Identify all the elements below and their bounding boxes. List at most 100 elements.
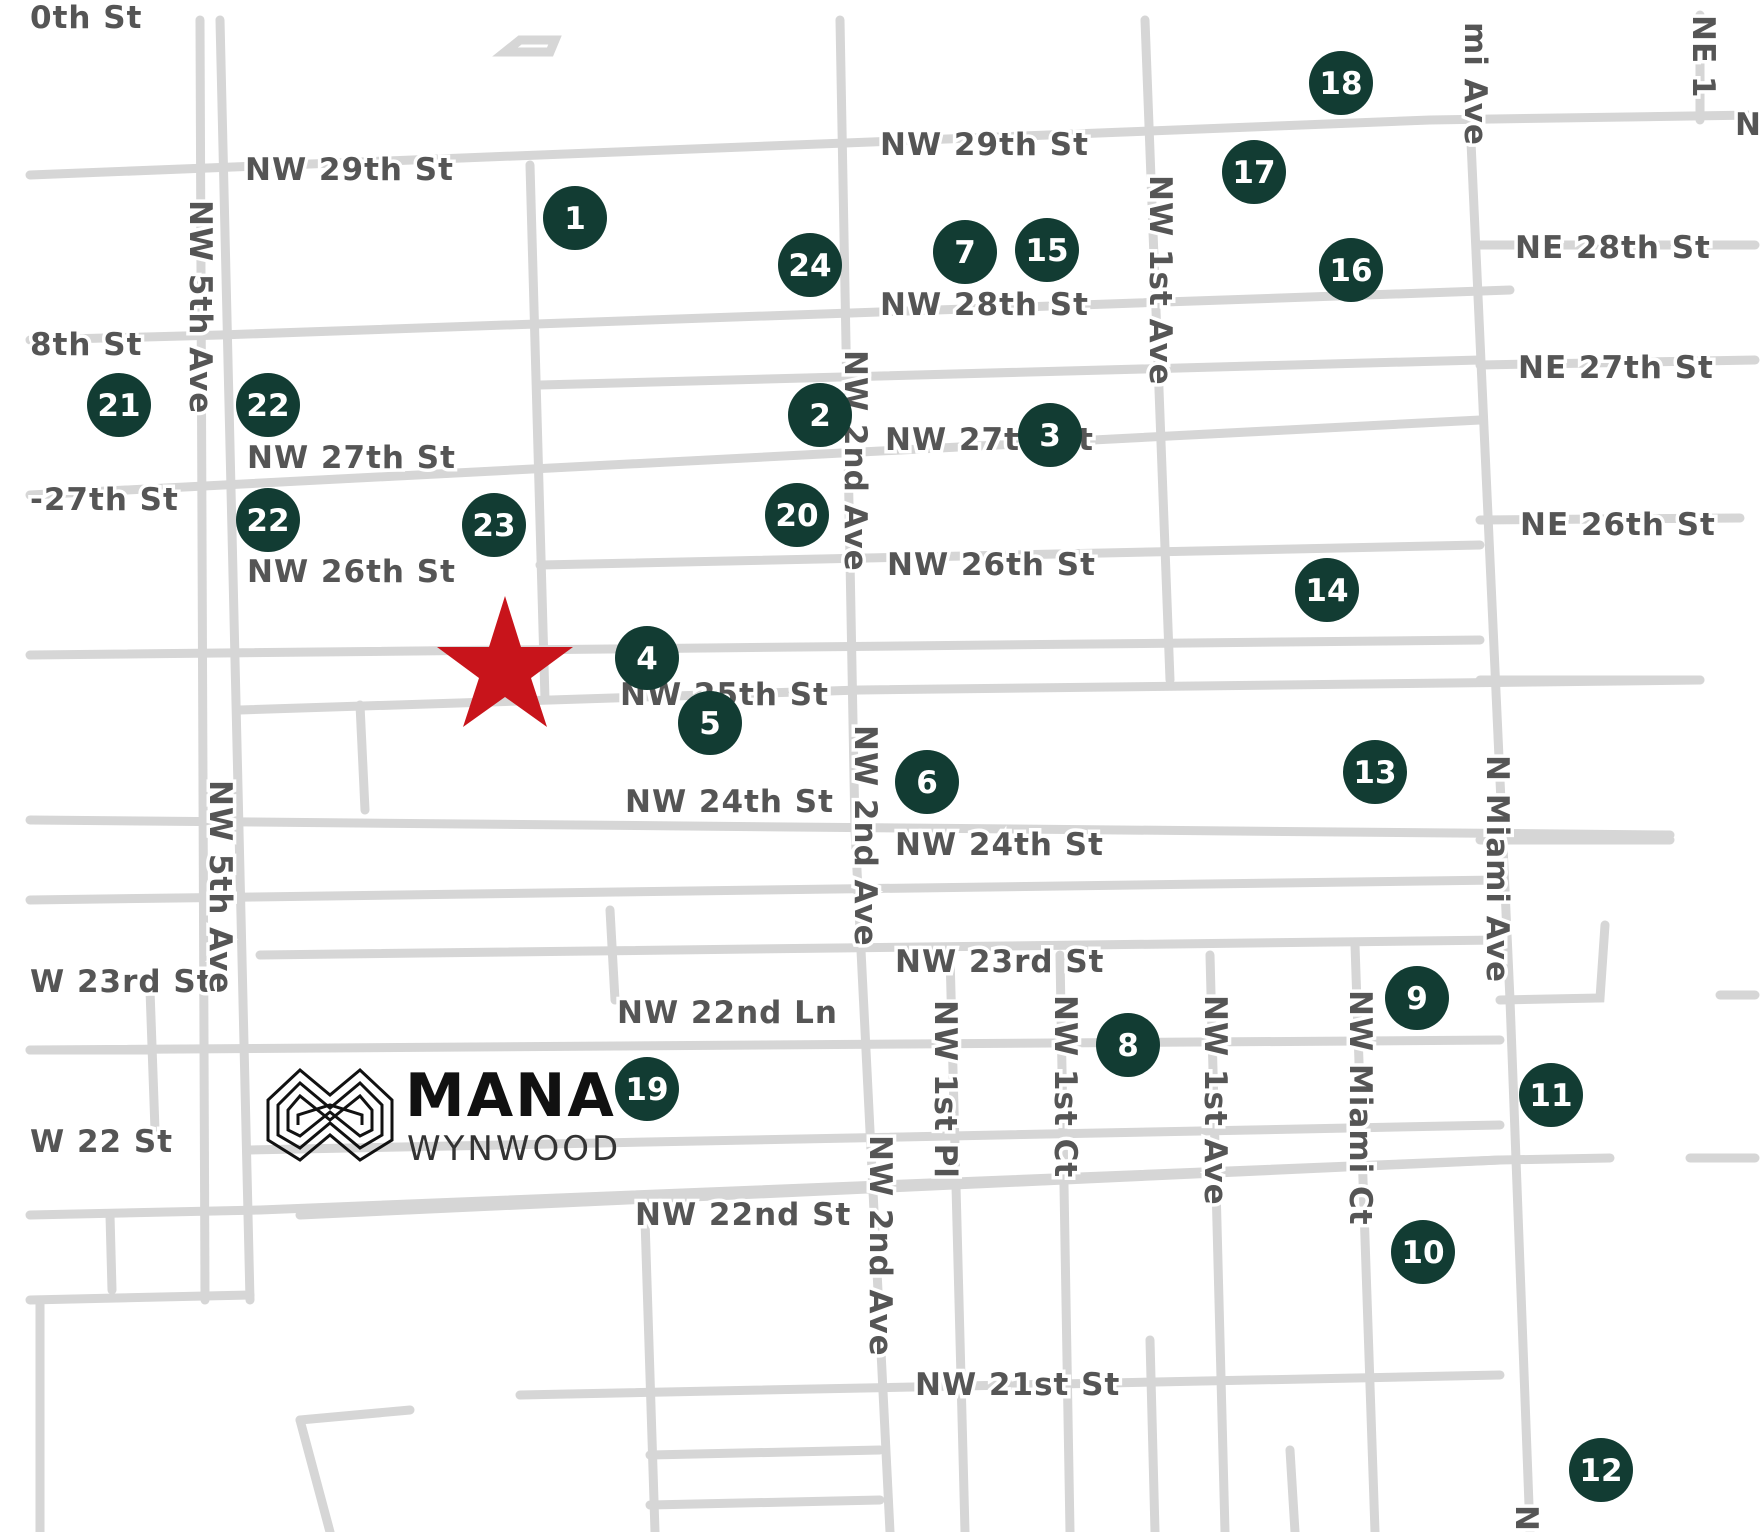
- logo-wordmark: MANA: [405, 1061, 616, 1131]
- marker-label: 18: [1319, 66, 1362, 102]
- street-label: NW 26th St: [887, 547, 1096, 583]
- street-label: NW 22nd Ln: [617, 995, 838, 1031]
- marker-circle: [1519, 1063, 1583, 1127]
- marker-label: 2: [809, 398, 831, 434]
- street-labels-vertical: NW 5th Ave NW 5th Ave NW 2nd Ave NW 2nd …: [179, 12, 1725, 1532]
- street-label: NW 26th St: [247, 554, 456, 590]
- marker-circle: [615, 626, 679, 690]
- map-marker[interactable]: 20: [765, 483, 829, 547]
- marker-label: 22: [246, 388, 289, 424]
- street-label: N: [1508, 1505, 1544, 1532]
- marker-label: 16: [1329, 253, 1372, 289]
- marker-label: 13: [1353, 755, 1396, 791]
- map-marker[interactable]: 3: [1018, 403, 1082, 467]
- map-marker[interactable]: 13: [1343, 740, 1407, 804]
- marker-label: 23: [472, 508, 515, 544]
- street-label: W 22 St: [30, 1124, 173, 1160]
- street-label: NW 2nd Ave: [837, 350, 873, 572]
- marker-label: 3: [1039, 418, 1061, 454]
- marker-label: 21: [97, 388, 140, 424]
- marker-circle: [1391, 1220, 1455, 1284]
- marker-circle: [1569, 1438, 1633, 1502]
- map-marker[interactable]: 12: [1569, 1438, 1633, 1502]
- marker-circle: [615, 1057, 679, 1121]
- marker-circle: [236, 373, 300, 437]
- map-marker[interactable]: 5: [678, 691, 742, 755]
- map-marker[interactable]: 15: [1015, 218, 1079, 282]
- map-marker[interactable]: 19: [615, 1057, 679, 1121]
- map-marker[interactable]: 4: [615, 626, 679, 690]
- marker-circle: [778, 233, 842, 297]
- map-marker[interactable]: 22: [236, 373, 300, 437]
- marker-label: 7: [954, 235, 976, 271]
- marker-label: 8: [1117, 1028, 1139, 1064]
- street-label: NW 24th St: [895, 827, 1104, 863]
- street-label: NW 21st St: [915, 1367, 1120, 1403]
- street-label: NW 1st Pl: [927, 1000, 963, 1179]
- street-label: W 23rd St: [30, 964, 213, 1000]
- map-marker[interactable]: 22: [236, 488, 300, 552]
- map-marker[interactable]: 8: [1096, 1013, 1160, 1077]
- street-label: N: [1735, 107, 1762, 143]
- map-marker[interactable]: 7: [933, 220, 997, 284]
- street-label: -27th St: [30, 482, 179, 518]
- marker-circle: [1319, 238, 1383, 302]
- street-label: NE 26th St: [1520, 507, 1716, 543]
- street-label: NE 1: [1685, 15, 1721, 98]
- marker-circle: [788, 383, 852, 447]
- road-network: [25, 10, 1760, 1532]
- street-label: mi Ave: [1457, 22, 1493, 146]
- map-marker[interactable]: 23: [462, 493, 526, 557]
- marker-label: 5: [699, 706, 721, 742]
- street-label: NW 2nd Ave: [847, 725, 883, 947]
- street-label: 0th St: [30, 0, 142, 36]
- star-icon[interactable]: [437, 596, 573, 727]
- marker-label: 4: [636, 641, 658, 677]
- logo-subtitle: WYNWOOD: [407, 1129, 621, 1169]
- marker-label: 17: [1232, 155, 1275, 191]
- marker-label: 14: [1305, 573, 1348, 609]
- street-label: NW 29th St: [880, 127, 1089, 163]
- map-marker[interactable]: 11: [1519, 1063, 1583, 1127]
- map-marker[interactable]: 18: [1309, 51, 1373, 115]
- map-marker[interactable]: 9: [1385, 966, 1449, 1030]
- street-label: NW 5th Ave: [182, 200, 218, 414]
- map-marker[interactable]: 14: [1295, 558, 1359, 622]
- street-label: NW 23rd St: [895, 944, 1105, 980]
- marker-circle: [1096, 1013, 1160, 1077]
- street-label: NE 28th St: [1515, 230, 1711, 266]
- map-marker[interactable]: 21: [87, 373, 151, 437]
- marker-label: 12: [1579, 1453, 1622, 1489]
- street-labels-horizontal: NW 29th St NW 29th St NW 28th St NE 28th…: [27, 0, 1763, 1407]
- marker-circle: [543, 186, 607, 250]
- marker-circle: [1343, 740, 1407, 804]
- street-label: NW 1st Ave: [1197, 995, 1233, 1206]
- marker-circle: [1295, 558, 1359, 622]
- map-marker[interactable]: 1: [543, 186, 607, 250]
- street-label: NW 2nd Ave: [862, 1135, 898, 1357]
- marker-circle: [1018, 403, 1082, 467]
- street-label: NW 29th St: [245, 152, 454, 188]
- marker-circle: [1385, 966, 1449, 1030]
- marker-label: 15: [1025, 233, 1068, 269]
- street-label: N Miami Ave: [1479, 755, 1515, 983]
- marker-label: 22: [246, 503, 289, 539]
- marker-circle: [1222, 140, 1286, 204]
- map-marker[interactable]: 17: [1222, 140, 1286, 204]
- map-marker[interactable]: 6: [895, 750, 959, 814]
- street-label: NW 1st Ave: [1142, 175, 1178, 386]
- marker-label: 10: [1401, 1235, 1444, 1271]
- marker-label: 1: [564, 201, 586, 237]
- map-marker[interactable]: 2: [788, 383, 852, 447]
- street-label: NW 24th St: [625, 784, 834, 820]
- marker-circle: [462, 493, 526, 557]
- mana-wynwood-logo[interactable]: MANA WYNWOOD: [266, 1061, 621, 1169]
- map-marker[interactable]: 16: [1319, 238, 1383, 302]
- map-marker[interactable]: 10: [1391, 1220, 1455, 1284]
- marker-label: 9: [1406, 981, 1428, 1017]
- street-label: NW 22nd St: [635, 1197, 851, 1233]
- marker-circle: [933, 220, 997, 284]
- map-marker[interactable]: 24: [778, 233, 842, 297]
